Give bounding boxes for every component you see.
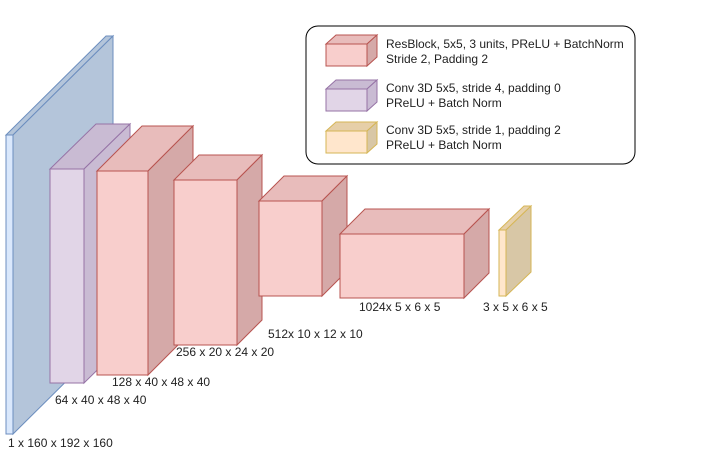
conv-stride1: 3 x 5 x 6 x 5 (483, 204, 548, 314)
resblock-3-front-face (258, 200, 323, 297)
resblock-3-label: 512x 10 x 12 x 10 (268, 327, 363, 341)
legend-swatch-front (325, 88, 368, 112)
legend-line-2: PReLU + Batch Norm (386, 138, 502, 152)
conv-stride4-front-face (49, 168, 85, 384)
conv-stride1-front-face (498, 229, 507, 297)
legend-line-2: Stride 2, Padding 2 (386, 52, 488, 66)
legend-swatch (324, 120, 379, 155)
resblock-4-top-face (338, 208, 491, 235)
input-volume-front-face (5, 134, 14, 435)
conv-stride1-label: 3 x 5 x 6 x 5 (483, 300, 548, 314)
legend-line-2: PReLU + Batch Norm (386, 96, 502, 110)
resblock-2-front-face (173, 179, 238, 346)
legend: ResBlock, 5x5, 3 units, PReLU + BatchNor… (305, 25, 636, 165)
resblock-2-side-face (236, 153, 263, 347)
legend-item-resblock: ResBlock, 5x5, 3 units, PReLU + BatchNor… (324, 33, 624, 68)
resblock-4-front-face (339, 233, 465, 299)
resblock-4-label: 1024x 5 x 6 x 5 (359, 300, 441, 314)
legend-line-1: ResBlock, 5x5, 3 units, PReLU + BatchNor… (386, 37, 624, 51)
legend-items: ResBlock, 5x5, 3 units, PReLU + BatchNor… (324, 33, 624, 155)
legend-line-1: Conv 3D 5x5, stride 1, padding 2 (386, 123, 561, 137)
legend-swatch (324, 33, 379, 68)
resblock-4: 1024x 5 x 6 x 5 (338, 207, 491, 314)
legend-swatch-front (325, 43, 368, 67)
input-volume-label: 1 x 160 x 192 x 160 (8, 436, 113, 450)
resblock-2-label: 256 x 20 x 24 x 20 (176, 345, 274, 359)
legend-swatch-front (325, 130, 368, 154)
resblock-2: 256 x 20 x 24 x 20 (172, 153, 274, 359)
resblock-1-front-face (96, 170, 149, 376)
legend-line-1: Conv 3D 5x5, stride 4, padding 0 (386, 81, 561, 95)
legend-swatch (324, 78, 379, 113)
conv-stride4-label: 64 x 40 x 48 x 40 (55, 393, 147, 407)
resblock-1-label: 128 x 40 x 48 x 40 (112, 375, 210, 389)
blocks-layer: 1 x 160 x 192 x 160 64 x 40 x 48 x 40 128 … (4, 34, 548, 450)
legend-box (305, 25, 636, 165)
